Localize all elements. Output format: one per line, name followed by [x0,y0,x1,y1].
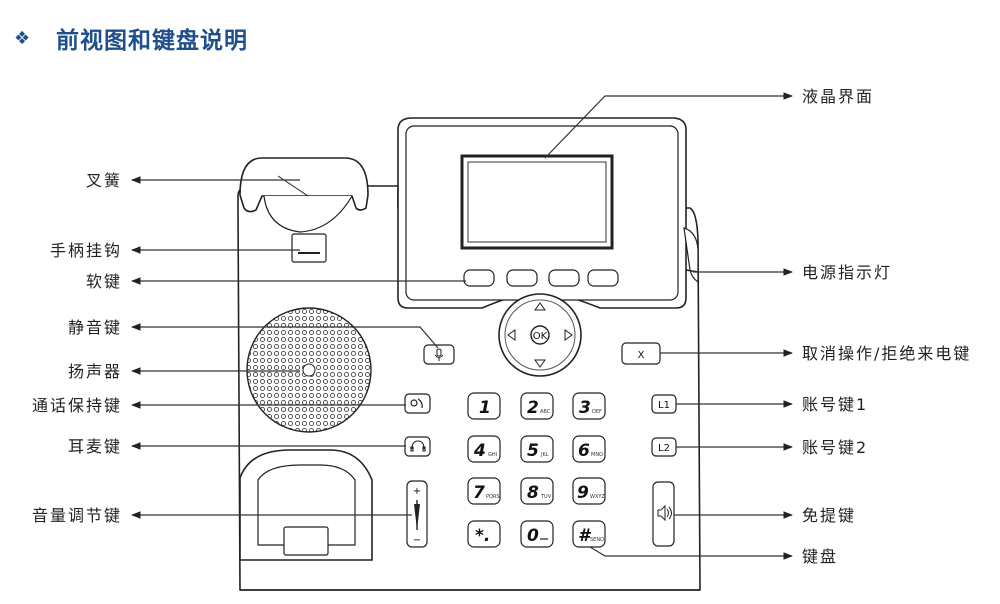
label-power-led: 电源指示灯 [802,263,892,282]
power-led [683,227,699,284]
key-3-digit: 3 [579,398,591,418]
volume-key[interactable]: + − [406,480,428,548]
ok-label: OK [533,331,548,342]
cancel-key-label: X [638,350,645,361]
key-hash-symbol: # [578,526,592,546]
hold-key[interactable] [404,393,431,414]
key-6-letters: MNO [591,452,603,458]
headset-key[interactable] [404,436,431,457]
label-hold-key: 通话保持键 [32,396,122,415]
key-0-digit: 0 [527,526,539,546]
key-star[interactable]: *. [467,520,501,548]
hold-phone-icon [410,398,423,409]
key-5[interactable]: 5 JKL [520,435,554,463]
key-9[interactable]: 9 WXYZ [572,477,606,505]
key-8[interactable]: 8 TUV [520,477,554,505]
navigation-cluster[interactable]: OK [498,293,582,377]
key-8-letters: TUV [540,494,552,500]
key-7[interactable]: 7 PQRS [467,477,501,505]
key-1-digit: 1 [479,398,491,418]
keypad: 1 2 ABC 3 DEF 4 GHI 5 JKL 6 MNO [467,392,606,548]
label-account-2: 账号键2 [802,438,868,457]
callout-labels: 液晶界面 电源指示灯 取消操作/拒绝来电键 账号键1 账号键2 免提键 键盘 叉… [32,87,971,566]
lcd-screen [460,154,614,250]
key-1[interactable]: 1 [467,392,501,420]
key-hash-letters: SEND [590,537,604,543]
soft-key-4[interactable] [587,269,619,287]
account-key-1[interactable]: L1 [651,394,677,414]
label-account-1: 账号键1 [802,395,868,414]
key-4[interactable]: 4 GHI [467,435,501,463]
label-keypad: 键盘 [802,547,838,566]
key-7-digit: 7 [473,483,485,503]
key-0[interactable]: 0 [520,520,554,548]
key-9-digit: 9 [577,483,589,503]
up-arrow-icon[interactable] [534,302,546,311]
key-7-letters: PQRS [486,494,500,500]
key-4-letters: GHI [488,452,497,458]
key-4-digit: 4 [473,441,486,461]
key-2[interactable]: 2 ABC [520,392,554,420]
label-speaker: 扬声器 [68,362,122,381]
label-headset-key: 耳麦键 [68,437,122,456]
soft-key-1[interactable] [463,269,495,287]
speaker-icon [657,504,672,522]
hookswitch[interactable] [239,157,369,263]
leader-lines [131,92,793,560]
key-3-letters: DEF [592,409,602,415]
key-9-letters: WXYZ [590,494,605,500]
label-soft-keys: 软键 [86,272,122,291]
key-3[interactable]: 3 DEF [572,392,606,420]
diamond-bullet-icon: ❖ [14,27,31,49]
headset-icon [410,440,426,452]
key-6[interactable]: 6 MNO [572,435,606,463]
soft-key-3[interactable] [548,269,580,287]
account-key-2[interactable]: L2 [651,437,677,457]
left-arrow-icon[interactable] [507,329,516,341]
account-key-2-label: L2 [658,443,670,454]
soft-key-2[interactable] [506,269,538,287]
cancel-key[interactable]: X [621,342,661,365]
mute-key[interactable] [423,344,455,365]
microphone-icon [434,348,444,361]
key-star-symbol: *. [475,526,490,546]
label-handsfree: 免提键 [802,506,856,525]
ok-button[interactable] [530,325,550,345]
label-hookswitch: 叉簧 [86,171,122,190]
label-cancel-key: 取消操作/拒绝来电键 [802,344,971,363]
key-5-digit: 5 [527,441,539,461]
right-arrow-icon[interactable] [564,329,573,341]
label-handset-hook: 手柄挂钩 [50,241,122,260]
label-volume-key: 音量调节键 [32,506,122,525]
handset-rest [239,449,373,561]
section-title: 前视图和键盘说明 [56,28,248,54]
label-mute-key: 静音键 [68,318,122,337]
label-lcd: 液晶界面 [802,87,874,106]
soft-keys [463,269,619,287]
key-6-digit: 6 [578,441,590,461]
account-key-1-label: L1 [658,400,670,411]
key-2-digit: 2 [527,398,539,418]
key-hash[interactable]: # SEND [572,520,606,548]
volume-plus-label: + [413,486,421,497]
key-2-letters: ABC [540,409,551,415]
down-arrow-icon[interactable] [534,359,546,368]
speaker-grille [246,307,372,433]
key-5-letters: JKL [540,452,549,458]
handsfree-key[interactable] [652,481,675,547]
key-8-digit: 8 [527,483,539,503]
section-header: ❖ 前视图和键盘说明 [14,18,248,58]
volume-minus-label: − [413,535,421,546]
